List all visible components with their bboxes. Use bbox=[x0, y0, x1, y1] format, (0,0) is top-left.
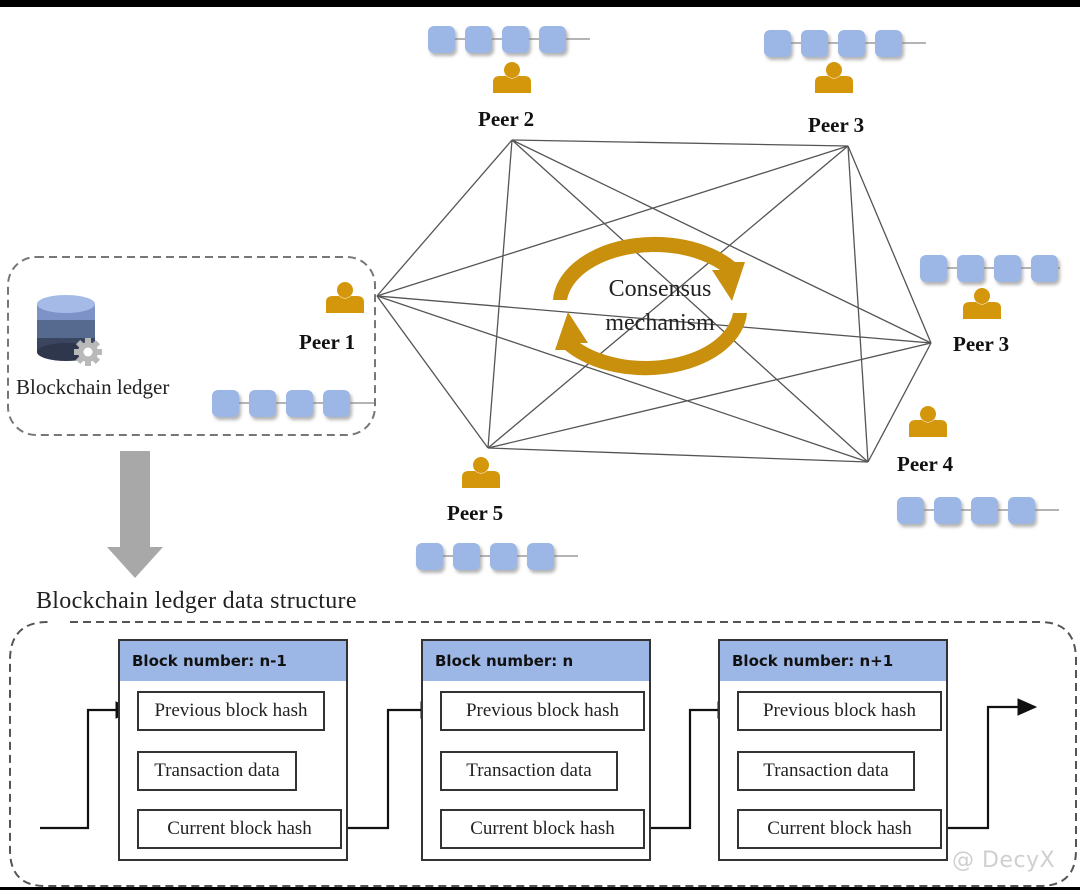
gear-icon bbox=[74, 338, 102, 366]
top-border bbox=[0, 0, 1080, 7]
connection-peer-2-peer-3-top bbox=[511, 139, 849, 147]
peer-4-label: Peer 4 bbox=[897, 452, 954, 476]
chain-block bbox=[971, 497, 998, 524]
previous-hash-field: Previous block hash bbox=[737, 691, 942, 731]
connection-peer-2-peer-5 bbox=[487, 139, 513, 449]
connection-peer-1-peer-2 bbox=[376, 139, 513, 297]
block-n-minus-1: Block number: n-1 Previous block hash Tr… bbox=[118, 639, 348, 861]
connection-peer-3-top-peer-4 bbox=[847, 145, 869, 463]
chain-block bbox=[527, 543, 554, 570]
connection-peer-1-peer-3-right bbox=[376, 295, 932, 344]
bottom-border bbox=[0, 887, 1080, 890]
peer-2-label: Peer 2 bbox=[478, 107, 535, 131]
block-header: Block number: n bbox=[423, 641, 649, 681]
chain-block bbox=[323, 390, 350, 417]
peer-3-top-label: Peer 3 bbox=[808, 113, 865, 137]
chain-block bbox=[838, 30, 865, 57]
chain-block bbox=[897, 497, 924, 524]
watermark: @ DecyX bbox=[952, 848, 1056, 873]
chain-block bbox=[212, 390, 239, 417]
connection-peer-4-peer-5 bbox=[487, 447, 869, 463]
block-links bbox=[40, 698, 1038, 830]
chain-block bbox=[428, 26, 455, 53]
peer-3-top-chain bbox=[764, 30, 926, 57]
connection-peer-3-right-peer-5 bbox=[487, 342, 932, 449]
chain-block bbox=[249, 390, 276, 417]
chain-block bbox=[957, 255, 984, 282]
ledger-label: Blockchain ledger bbox=[16, 375, 170, 399]
transaction-data-field: Transaction data bbox=[137, 751, 297, 791]
peer-3-right-person-icon bbox=[963, 288, 1001, 319]
chain-block bbox=[1008, 497, 1035, 524]
current-hash-field: Current block hash bbox=[137, 809, 342, 849]
peer-3-top-person-icon bbox=[815, 62, 853, 93]
peer-1-chain bbox=[212, 390, 374, 417]
peer-3-right-label: Peer 3 bbox=[953, 332, 1010, 356]
previous-hash-field: Previous block hash bbox=[137, 691, 325, 731]
connection-peer-2-peer-3-right bbox=[511, 139, 932, 344]
chain-block bbox=[465, 26, 492, 53]
peer-2-chain bbox=[428, 26, 590, 53]
chain-block bbox=[490, 543, 517, 570]
chain-block bbox=[801, 30, 828, 57]
block-n: Block number: n Previous block hash Tran… bbox=[421, 639, 651, 861]
consensus-label: Consensus mechanism bbox=[590, 272, 730, 340]
peer-5-label: Peer 5 bbox=[447, 501, 504, 525]
connection-peer-1-peer-4 bbox=[376, 295, 869, 463]
connection-peer-1-peer-5 bbox=[376, 295, 489, 449]
consensus-line-1: Consensus bbox=[608, 276, 712, 302]
chain-block bbox=[764, 30, 791, 57]
chain-block bbox=[994, 255, 1021, 282]
current-hash-field: Current block hash bbox=[737, 809, 942, 849]
consensus-cycle-icon bbox=[553, 236, 747, 376]
chain-block bbox=[502, 26, 529, 53]
link-n-1-to-n bbox=[340, 701, 441, 830]
peer-4-person-icon bbox=[909, 406, 947, 437]
peer-1-person-icon bbox=[326, 282, 364, 313]
connection-peer-3-top-peer-3-right bbox=[847, 145, 932, 344]
chain-block bbox=[934, 497, 961, 524]
peer-3-right-chain bbox=[920, 255, 1060, 282]
transaction-data-field: Transaction data bbox=[440, 751, 618, 791]
connection-peer-3-right-peer-4 bbox=[867, 342, 932, 463]
structure-container bbox=[9, 621, 1077, 887]
chain-block bbox=[920, 255, 947, 282]
chain-block bbox=[416, 543, 443, 570]
link-into-block-n-1 bbox=[40, 701, 136, 830]
transaction-data-field: Transaction data bbox=[737, 751, 915, 791]
chain-block bbox=[286, 390, 313, 417]
peer-5-person-icon bbox=[462, 457, 500, 488]
connection-peer-2-peer-4 bbox=[511, 139, 869, 463]
peer-5-chain bbox=[416, 543, 578, 570]
consensus-line-2: mechanism bbox=[605, 310, 715, 336]
link-out-of-block-n+1 bbox=[940, 698, 1038, 830]
peer-4-chain bbox=[897, 497, 1059, 524]
previous-hash-field: Previous block hash bbox=[440, 691, 645, 731]
peer-1-label: Peer 1 bbox=[299, 330, 356, 354]
current-hash-field: Current block hash bbox=[440, 809, 645, 849]
chain-block bbox=[539, 26, 566, 53]
block-header: Block number: n+1 bbox=[720, 641, 946, 681]
block-header: Block number: n-1 bbox=[120, 641, 346, 681]
network-connections bbox=[376, 139, 932, 463]
peer-2-person-icon bbox=[493, 62, 531, 93]
connection-peer-1-peer-3-top bbox=[376, 145, 849, 297]
link-n-to-n+1 bbox=[643, 701, 738, 830]
chain-block bbox=[453, 543, 480, 570]
chain-block bbox=[875, 30, 902, 57]
chain-block bbox=[1031, 255, 1058, 282]
down-arrow-icon bbox=[107, 451, 163, 578]
connection-peer-3-top-peer-5 bbox=[487, 145, 849, 449]
block-n-plus-1: Block number: n+1 Previous block hash Tr… bbox=[718, 639, 948, 861]
ledger-container bbox=[7, 256, 376, 436]
structure-title: Blockchain ledger data structure bbox=[36, 588, 357, 614]
